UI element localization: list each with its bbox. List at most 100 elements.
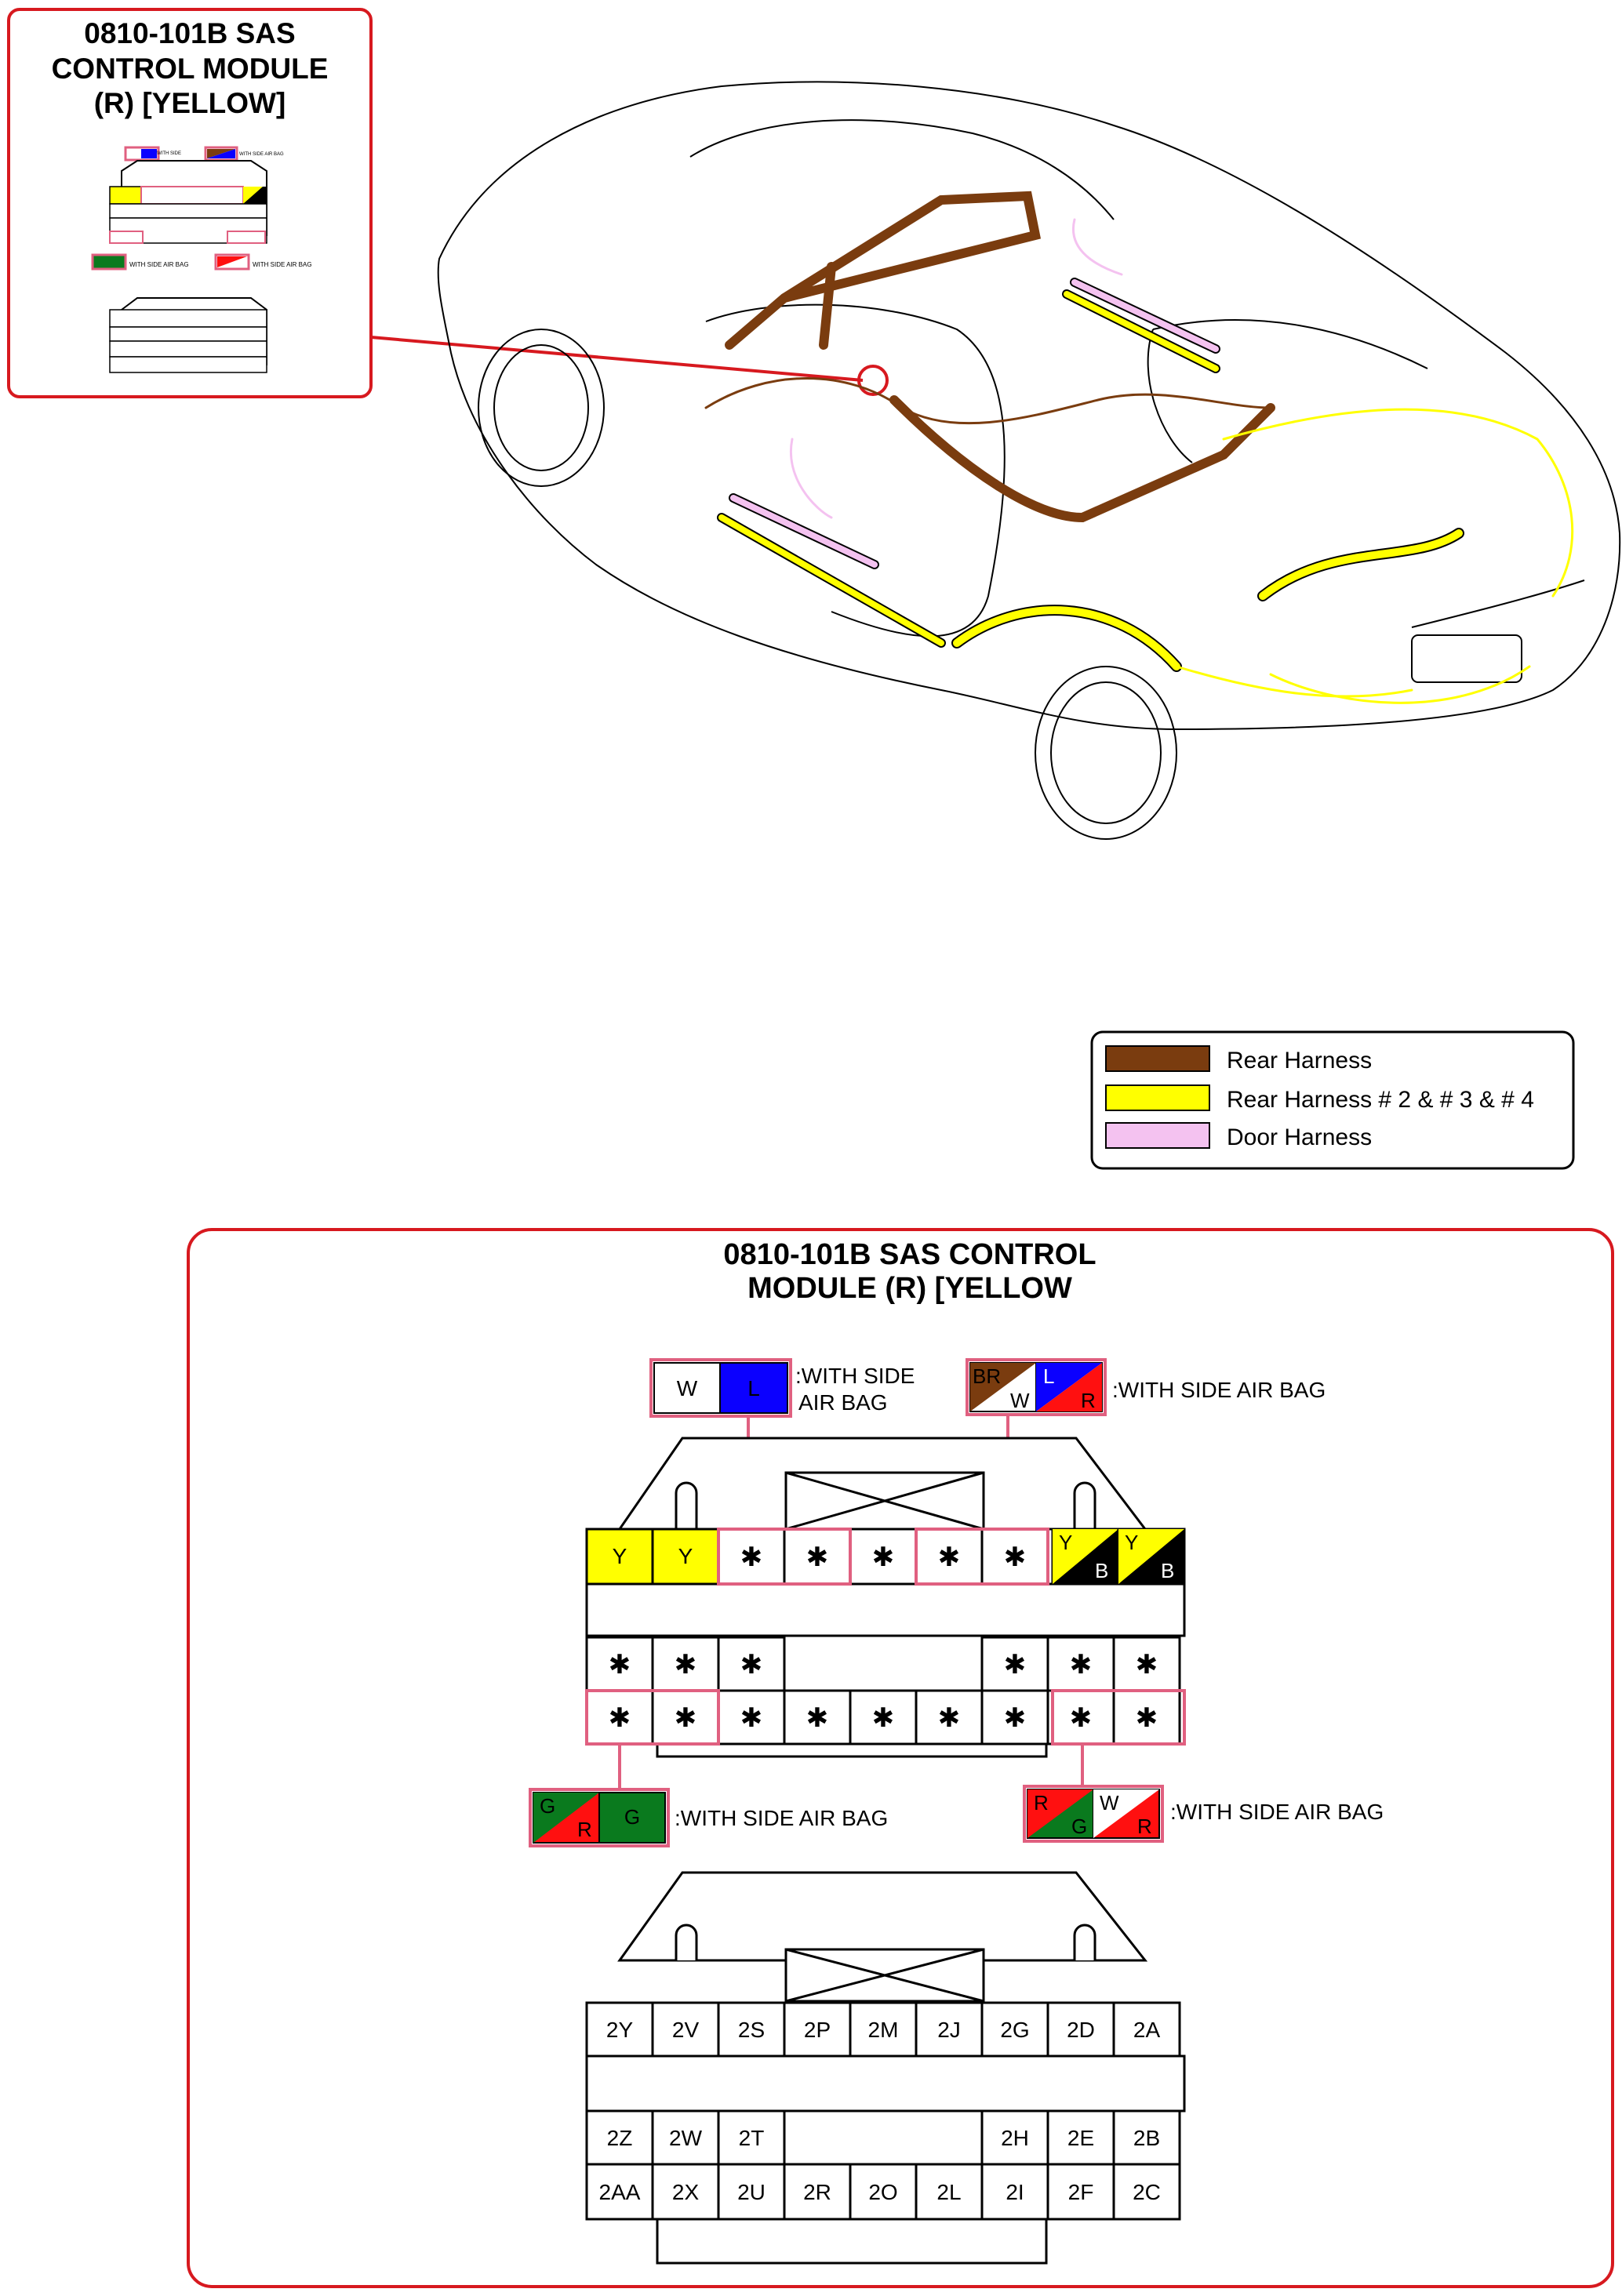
terminal-cell-label: ✱	[740, 1650, 763, 1680]
terminal-cell-label: ✱	[675, 1703, 697, 1733]
terminal-cell	[980, 1528, 1049, 1586]
pin-2L-label: 2L	[936, 2180, 961, 2204]
callout-w-label: W	[677, 1376, 698, 1400]
pin-2H	[980, 2109, 1049, 2166]
terminal-cell-label: ✱	[740, 1542, 763, 1572]
pin-yellow-2	[651, 1528, 720, 1586]
pin-yellow-1-label: Y	[613, 1544, 627, 1568]
callout-brr-text: :WITH SIDE AIR BAG	[1170, 1800, 1384, 1824]
pin-2S-label: 2S	[738, 2018, 765, 2042]
callout-r-g-w-r: R G W R :WITH SIDE AIR BAG	[1023, 1744, 1384, 1843]
callout-tl-text1: :WITH SIDE	[795, 1364, 915, 1388]
pin-2R-label: 2R	[803, 2180, 831, 2204]
pin-2X-label: 2X	[672, 2180, 700, 2204]
svg-text:WITH SIDE: WITH SIDE	[157, 151, 181, 156]
rear-harness-path	[725, 191, 1042, 350]
pin-yb-1-top: Y	[1059, 1531, 1072, 1554]
svg-text:WITH SIDE AIR BAG: WITH SIDE AIR BAG	[239, 152, 284, 157]
terminal-cell-label: ✱	[806, 1542, 829, 1572]
callout-target-circle	[857, 365, 889, 396]
pin-yb-1: Y B	[1051, 1528, 1120, 1586]
pin-2L	[915, 2163, 984, 2221]
pin-2G-label: 2G	[1000, 2018, 1029, 2042]
pin-2X	[651, 2163, 720, 2221]
pin-2T-label: 2T	[739, 2126, 765, 2150]
mini-panel: 0810-101B SAS CONTROL MODULE (R) [YELLOW…	[7, 8, 373, 398]
pin-2Y-label: 2Y	[606, 2018, 634, 2042]
pin-yb-1-bottom: B	[1095, 1559, 1108, 1582]
panel-title-line2: CONTROL MODULE	[52, 53, 329, 85]
terminal-cell-label: ✱	[609, 1703, 631, 1733]
callout-br-g: G	[1071, 1815, 1087, 1838]
detail-title-line1: 0810-101B SAS CONTROL	[723, 1238, 1096, 1271]
callout-bl-g1: G	[540, 1794, 555, 1818]
legend-swatch-rear	[1105, 1045, 1210, 1072]
pin-2O	[849, 2163, 918, 2221]
callout-tr-text: :WITH SIDE AIR BAG	[1112, 1378, 1326, 1402]
pin-2H-label: 2H	[1001, 2126, 1029, 2150]
pin-2C	[1112, 2163, 1181, 2221]
terminal-cell	[717, 1689, 786, 1746]
pin-yb-2-bottom: B	[1161, 1559, 1174, 1582]
panel-title-line3: (R) [YELLOW]	[94, 87, 286, 119]
pin-2S	[717, 2001, 786, 2058]
pin-2V	[651, 2001, 720, 2058]
connector-face: Y Y ✱✱✱✱✱ Y B Y B ✱✱✱✱✱✱✱✱✱✱✱✱✱✱✱	[585, 1437, 1186, 1758]
detail-title-line2: MODULE (R) [YELLOW	[747, 1272, 1072, 1305]
svg-text:WITH SIDE AIR BAG: WITH SIDE AIR BAG	[129, 261, 189, 268]
pin-yb-2: Y B	[1117, 1528, 1186, 1586]
rear-harness-path-2	[819, 262, 1275, 523]
callout-br-r1: R	[1034, 1791, 1049, 1815]
terminal-cell	[915, 1689, 984, 1746]
pin-2J-label: 2J	[937, 2018, 961, 2042]
legend-swatch-rear-234	[1105, 1084, 1210, 1111]
pin-2AA-label: 2AA	[599, 2180, 641, 2204]
callout-g-r-g: G R G :WITH SIDE AIR BAG	[529, 1744, 888, 1847]
terminal-cell-label: ✱	[1004, 1650, 1027, 1680]
terminal-cell-label: ✱	[938, 1703, 961, 1733]
callout-br-r2: R	[1137, 1815, 1152, 1838]
terminal-cell-label: ✱	[1070, 1703, 1093, 1733]
legend-label-rear-234: Rear Harness # 2 & # 3 & # 4	[1227, 1087, 1534, 1113]
terminal-cell	[783, 1528, 852, 1586]
legend: Rear Harness Rear Harness # 2 & # 3 & # …	[1090, 1030, 1575, 1170]
pin-2C-label: 2C	[1133, 2180, 1161, 2204]
callout-l-swatch	[719, 1362, 788, 1414]
pin-2A	[1112, 2001, 1181, 2058]
callout-br-w: W	[1100, 1791, 1119, 1815]
callout-pointer-line	[370, 336, 864, 382]
pin-2A-label: 2A	[1133, 2018, 1161, 2042]
pin-2B-label: 2B	[1133, 2126, 1160, 2150]
terminal-cell-label: ✱	[1070, 1650, 1093, 1680]
terminal-cell	[849, 1689, 918, 1746]
pin-2I-label: 2I	[1006, 2180, 1024, 2204]
pin-2R	[783, 2163, 852, 2221]
terminal-cell-label: ✱	[938, 1542, 961, 1572]
callout-bl-g2: G	[624, 1805, 640, 1829]
terminal-cell	[717, 1636, 786, 1692]
terminal-cell-label: ✱	[1004, 1542, 1027, 1572]
panel-title-line1: 0810-101B SAS	[84, 17, 295, 49]
callout-br-w-l-r: BR W L R :WITH SIDE AIR BAG	[966, 1358, 1326, 1533]
pin-yellow-2-label: Y	[678, 1544, 693, 1568]
callout-l-label: L	[747, 1376, 760, 1400]
terminal-cell-label: ✱	[609, 1650, 631, 1680]
svg-text:WITH SIDE AIR BAG: WITH SIDE AIR BAG	[253, 261, 312, 268]
terminal-cell-label: ✱	[1004, 1703, 1027, 1733]
callout-r-label: R	[1081, 1389, 1096, 1412]
pin-2F	[1046, 2163, 1115, 2221]
callout-w2-label: W	[1010, 1389, 1030, 1412]
terminal-cell-label: ✱	[1136, 1703, 1158, 1733]
terminal-cell-label: ✱	[675, 1650, 697, 1680]
pin-yb-2-top: Y	[1125, 1531, 1138, 1554]
pin-2T	[717, 2109, 786, 2166]
mini-connector-thumbnail: WITH SIDE AIR BAG WITH SIDE AIR BAG WITH…	[91, 146, 312, 373]
pin-2P-label: 2P	[804, 2018, 831, 2042]
terminal-cell-label: ✱	[806, 1703, 829, 1733]
terminal-cell-label: ✱	[872, 1542, 895, 1572]
legend-label-door: Door Harness	[1227, 1124, 1372, 1150]
callout-l2-label: L	[1043, 1364, 1054, 1388]
pin-2W-label: 2W	[669, 2126, 703, 2150]
legend-label-rear: Rear Harness	[1227, 1048, 1372, 1074]
